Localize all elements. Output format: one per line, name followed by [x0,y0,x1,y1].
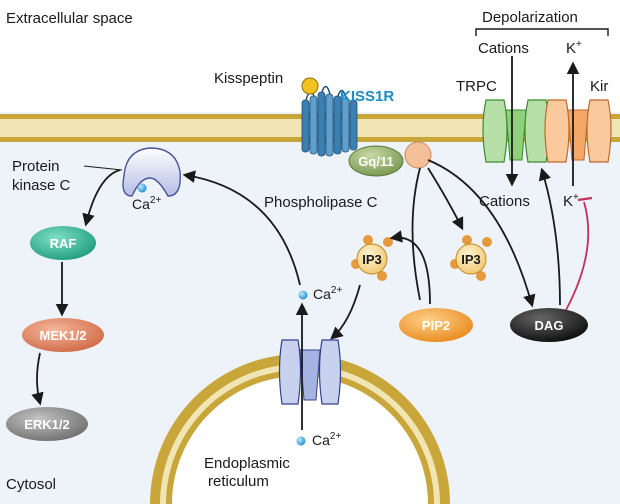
ca-charge: 2+ [149,195,162,206]
k-charge: + [576,39,582,50]
mek-label: MEK1/2 [39,327,87,343]
ip3-label-right: IP3 [461,251,481,267]
ca-charge: 2+ [329,431,342,442]
arrow-pip2-to-ip3 [389,230,431,305]
kisspeptin-label: Kisspeptin [214,70,284,87]
pip2-label: PIP2 [421,317,451,333]
kiss1r-receptor [301,85,358,157]
inhibition-bar [577,196,593,202]
calcium-ion-cytosol [298,290,308,300]
mek-node [22,318,104,352]
er-label-line2: reticulum [208,473,269,490]
dag-label: DAG [534,317,564,333]
depolarization-bracket [475,28,609,36]
depolarization-label: Depolarization [482,9,578,26]
gq11-protein [348,145,404,177]
raf-node [30,226,96,260]
dag-inhibits-kir-line [565,201,590,311]
kiss1r-label: KISS1R [340,88,395,105]
calcium-ion-er [296,436,306,446]
calcium-ion-pkc [137,183,147,193]
arrow-plc-to-dag [427,159,536,308]
trpc-channel [482,99,550,163]
trpc-label: TRPC [456,78,497,95]
ca-label-cytosol: Ca2+ [313,285,343,305]
erk-label: ERK1/2 [24,416,70,432]
cations-bottom-label: Cations [479,193,530,210]
k-charge: + [573,192,579,203]
ip3-molecule-right [450,235,492,281]
k-base: K [563,193,574,210]
protein-kinase-c [122,147,181,197]
ip3-label-left: IP3 [362,251,382,267]
cytosol-label: Cytosol [6,476,57,493]
cations-top-label: Cations [478,40,529,57]
arrow-pkc-to-raf [82,169,121,227]
ca-base: Ca [312,432,330,448]
k-top-label: K+ [566,39,582,59]
ca-base: Ca [313,286,331,302]
gq11-label: Gq/11 [358,153,394,169]
kir-channel [544,99,612,163]
pip2-node [399,308,473,342]
arrow-mek-to-erk [31,352,44,406]
er-calcium-channel [278,339,342,405]
k-bottom-label: K+ [563,192,579,212]
ca-label-er: Ca2+ [312,431,342,451]
dag-node [510,308,588,342]
raf-label: RAF [49,235,77,251]
arrow-ip3-to-channel [330,284,361,340]
k-base: K [566,40,577,57]
arrow-plc-to-ip3 [427,167,464,231]
pkc-label-line1: Protein [12,158,60,175]
arrow-ca-to-pkc [182,170,301,286]
pkc-label-line2: kinase C [12,177,71,194]
pathway-arrows [31,56,580,430]
ip3-molecule-left [351,235,393,281]
ca-label-pkc: Ca2+ [132,195,162,215]
ca-charge: 2+ [330,285,343,296]
kisspeptin-ligand [301,77,319,95]
ca-base: Ca [132,196,150,212]
erk-node [6,407,88,441]
arrow-dag-to-trpc [538,167,561,306]
phospholipase-c [404,141,432,169]
er-label-line1: Endoplasmic [204,455,290,472]
plc-label: Phospholipase C [264,194,378,211]
kir-label: Kir [590,78,609,95]
pkc-callout-line [83,165,123,171]
extracellular-label: Extracellular space [6,10,133,27]
arrow-plc-to-pip2 [411,167,421,301]
